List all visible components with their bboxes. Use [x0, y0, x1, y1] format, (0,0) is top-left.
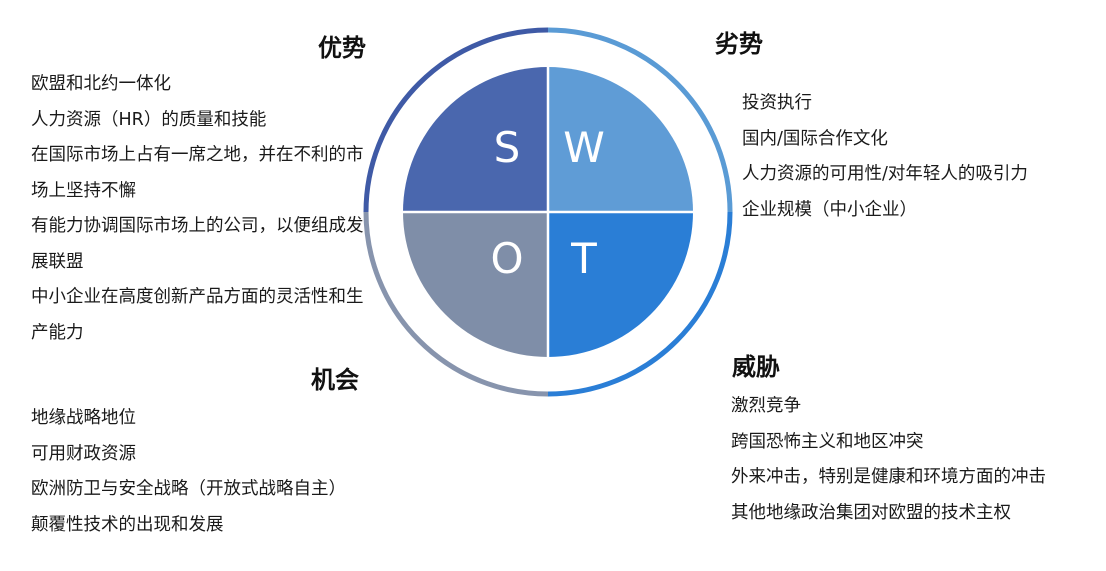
ring-arc-bottom-left — [363, 211, 549, 397]
strengths-item: 有能力协调国际市场上的公司，以便组成发展联盟 — [31, 216, 364, 272]
ring-arc-top-right — [547, 27, 733, 213]
letter-t: T — [570, 234, 597, 283]
threats-title: 威胁 — [732, 353, 780, 381]
quadrant-opportunities — [403, 212, 548, 357]
weaknesses-item: 企业规模（中小企业） — [742, 199, 917, 220]
letter-s: S — [494, 123, 521, 172]
threats-item: 激烈竞争 — [731, 396, 801, 416]
ring-arc-bottom-right — [547, 211, 733, 397]
threats-item: 跨国恐怖主义和地区冲突 — [731, 431, 924, 452]
strengths-title: 优势 — [318, 34, 366, 62]
opportunities-title: 机会 — [311, 366, 359, 394]
strengths-list: 欧盟和北约一体化 人力资源（HR）的质量和技能 在国际市场上占有一席之地，并在不… — [31, 67, 367, 351]
opportunities-item: 欧洲防卫与安全战略（开放式战略自主） — [31, 479, 346, 499]
quadrant-strengths — [403, 67, 548, 212]
threats-item: 其他地缘政治集团对欧盟的技术主权 — [731, 502, 1011, 523]
quadrant-threats — [548, 212, 693, 357]
ring-arc-top-left — [363, 27, 549, 213]
threats-list: 激烈竞争 跨国恐怖主义和地区冲突 外来冲击，特别是健康和环境方面的冲击 其他地缘… — [731, 389, 1046, 531]
weaknesses-list: 投资执行 国内/国际合作文化 人力资源的可用性/对年轻人的吸引力 企业规模（中小… — [742, 86, 1028, 228]
opportunities-list: 地缘战略地位 可用财政资源 欧洲防卫与安全战略（开放式战略自主） 颠覆性技术的出… — [31, 401, 346, 543]
weaknesses-item: 投资执行 — [742, 93, 812, 113]
threats-item: 外来冲击，特别是健康和环境方面的冲击 — [731, 467, 1046, 487]
quadrant-weaknesses — [548, 67, 693, 212]
weaknesses-title: 劣势 — [715, 30, 763, 58]
opportunities-item: 可用财政资源 — [31, 443, 136, 464]
letter-w: W — [563, 123, 605, 172]
strengths-item: 中小企业在高度创新产品方面的灵活性和生产能力 — [31, 287, 364, 343]
weaknesses-item: 国内/国际合作文化 — [742, 128, 888, 149]
strengths-item: 在国际市场上占有一席之地，并在不利的市场上坚持不懈 — [31, 145, 364, 201]
opportunities-item: 地缘战略地位 — [31, 408, 136, 428]
strengths-item: 欧盟和北约一体化 — [31, 74, 171, 94]
strengths-item: 人力资源（HR）的质量和技能 — [31, 109, 267, 130]
weaknesses-item: 人力资源的可用性/对年轻人的吸引力 — [742, 164, 1028, 184]
letter-o: O — [490, 234, 523, 283]
opportunities-item: 颠覆性技术的出现和发展 — [31, 514, 224, 535]
